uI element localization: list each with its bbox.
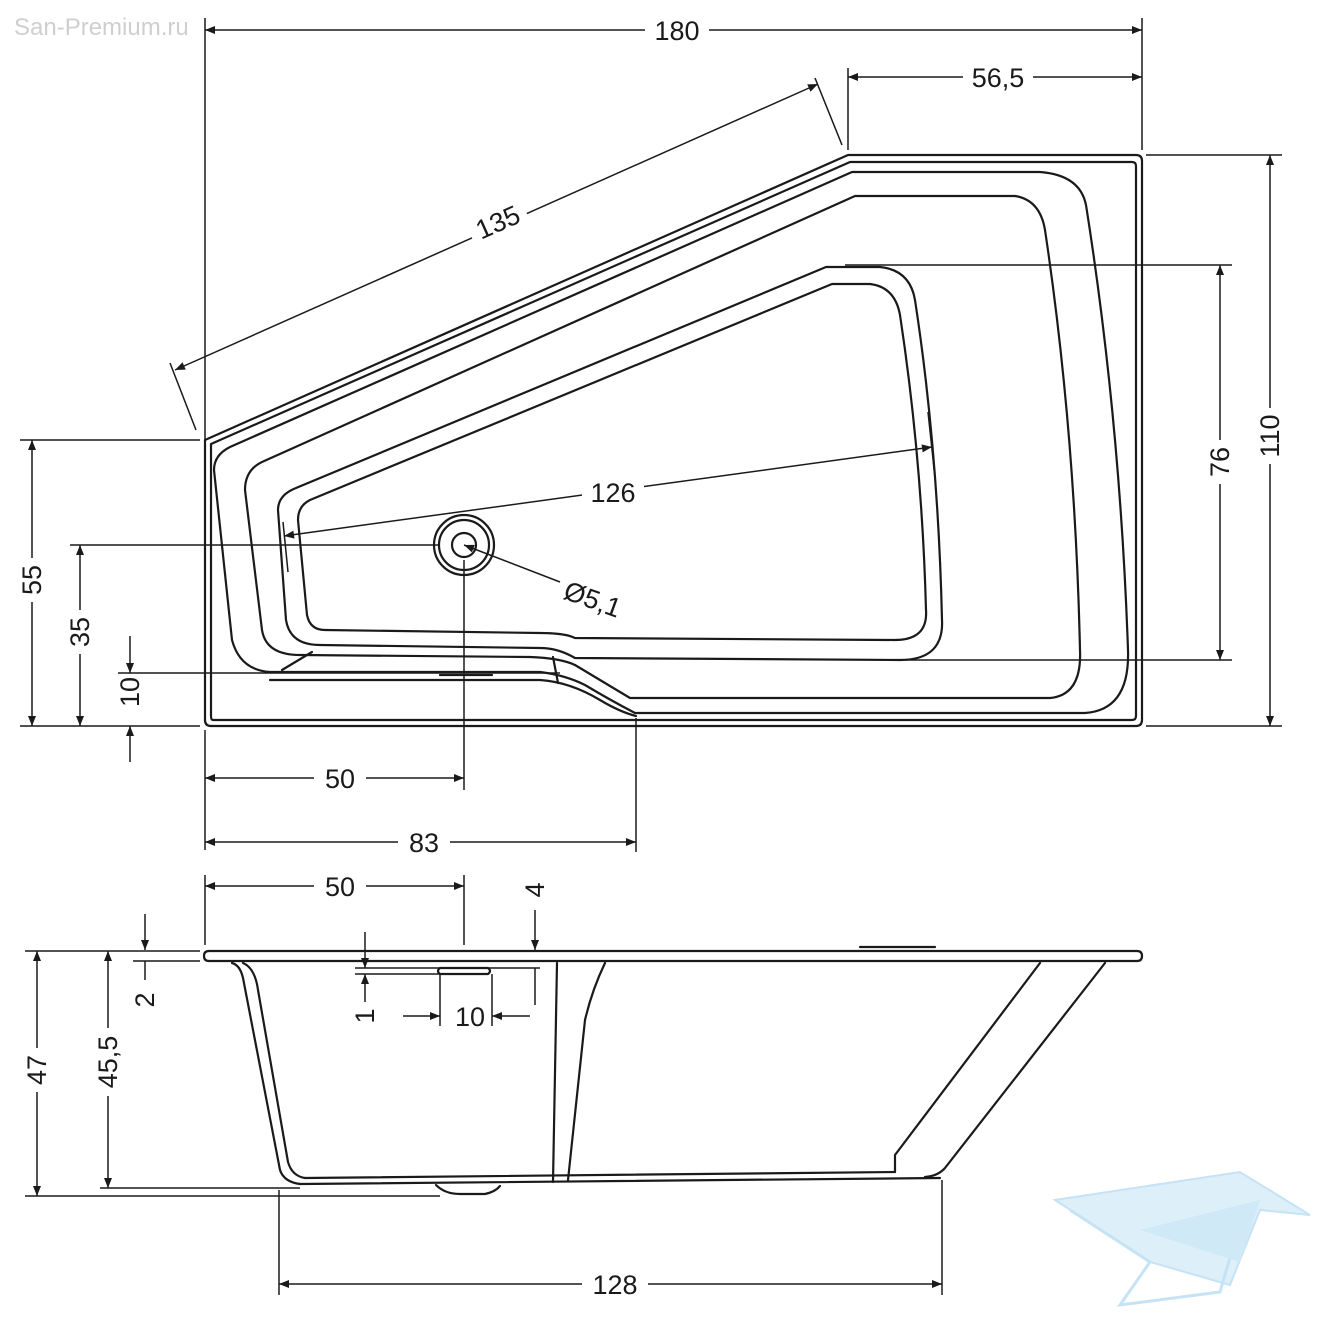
side-left-wall-outer <box>230 961 302 1186</box>
side-right-slope-outer <box>923 961 1107 1179</box>
rim-inner-line <box>209 160 1138 722</box>
dim-label-inner-height: 45,5 <box>93 1036 123 1089</box>
dim-label-rim: 2 <box>130 992 160 1007</box>
shelf-outline <box>212 170 1130 715</box>
dim-label-drain-height: 35 <box>65 617 95 647</box>
front-step-edge <box>551 655 560 685</box>
dim-label-side-drain-offset: 50 <box>325 872 355 902</box>
side-bottom-outer <box>298 1176 942 1186</box>
bathtub-logo-icon <box>1052 1170 1311 1307</box>
corner-step-line <box>280 650 314 672</box>
ext-line-135-left <box>169 362 197 431</box>
side-rim <box>202 949 1144 963</box>
side-right-slope-inner <box>893 961 1042 1174</box>
side-bottom-inner <box>303 1170 897 1180</box>
dim-label-right-segment: 56,5 <box>972 63 1025 93</box>
basin-outer-edge <box>243 194 1082 700</box>
side-overflow-slot <box>436 966 492 976</box>
dim-label-total-depth: 110 <box>1255 414 1285 457</box>
side-drain <box>434 1183 502 1196</box>
dim-label-bottom-length: 128 <box>592 1270 637 1300</box>
side-left-wall-inner <box>241 961 307 1180</box>
dim-label-slot-width: 10 <box>455 1002 485 1032</box>
outer-rim-outline <box>203 153 1144 728</box>
watermark-text: San-Premium.ru <box>14 14 189 41</box>
dim-label-overflow: 4 <box>520 882 550 897</box>
ext-line-126-right <box>927 411 936 479</box>
ext-line-135-right <box>814 77 843 146</box>
basin-bottom-inner <box>296 282 928 642</box>
dim-label-drain-diameter: Ø5,1 <box>560 575 625 623</box>
side-partition-right <box>566 961 607 1182</box>
front-step-curve <box>268 678 638 718</box>
dim-label-step-height: 10 <box>115 677 145 707</box>
dim-label-inner-depth: 76 <box>1205 447 1235 477</box>
basin-bottom-outer <box>276 265 944 662</box>
dim-label-drain-offset: 50 <box>325 764 355 794</box>
dim-label-inner-length: 126 <box>590 478 635 508</box>
drain-leader-line <box>463 544 561 583</box>
top-view: 180 56,5 135 110 76 <box>14 14 1286 858</box>
dim-label-step-offset: 83 <box>409 828 439 858</box>
dim-label-slot-height: 1 <box>350 1008 380 1023</box>
dim-label-total-width: 180 <box>654 16 699 46</box>
dim-label-left-height: 55 <box>17 565 47 595</box>
side-view: 50 4 2 1 10 47 <box>19 870 1144 1300</box>
ext-line-126-left <box>282 521 289 573</box>
side-partition-left <box>551 961 559 1184</box>
dim-label-total-height: 47 <box>22 1055 52 1085</box>
